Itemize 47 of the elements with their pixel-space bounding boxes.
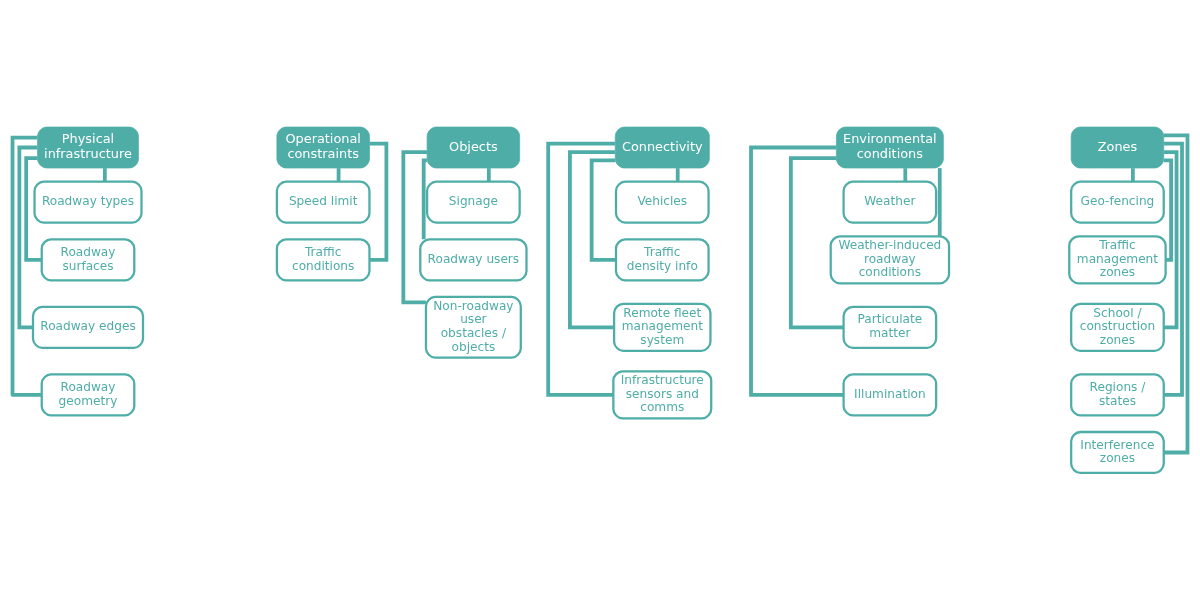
- node-box: Roadway types: [33, 180, 143, 224]
- node-box: Weather-induced roadway conditions: [829, 235, 951, 285]
- node-box: Roadway surfaces: [40, 238, 136, 282]
- node-box: Infrastructure sensors and comms: [612, 370, 713, 420]
- node-box: Objects: [426, 126, 521, 169]
- connector: [486, 168, 491, 182]
- node-box: Illumination: [842, 373, 938, 417]
- node-box: Remote fleet management system: [612, 302, 712, 352]
- connector: [421, 158, 427, 240]
- node-box: Interference zones: [1070, 430, 1165, 475]
- node-box: Traffic conditions: [275, 238, 371, 282]
- connector: [675, 168, 680, 182]
- connector: [937, 168, 942, 237]
- connector: [1131, 168, 1135, 182]
- node-box: Vehicles: [614, 180, 710, 224]
- node-box: Regions / states: [1070, 373, 1165, 417]
- connector: [17, 145, 38, 330]
- node-box: Traffic density info: [614, 238, 710, 282]
- node-box: Traffic management zones: [1068, 235, 1167, 285]
- connector: [10, 135, 42, 397]
- node-box: Speed limit: [275, 180, 371, 224]
- node-box: Signage: [425, 180, 521, 224]
- node-box: Environmental conditions: [836, 126, 944, 169]
- node-box: Roadway edges: [31, 305, 145, 349]
- connector: [1164, 141, 1184, 397]
- connector: [369, 141, 389, 262]
- node-box: Particulate matter: [842, 305, 938, 349]
- node-box: Non-roadway user obstacles / objects: [424, 295, 522, 359]
- connector: [1163, 158, 1173, 262]
- node-box: Physical infrastructure: [37, 126, 139, 169]
- node-box: Operational constraints: [276, 126, 370, 169]
- connector: [568, 150, 615, 330]
- connector: [788, 156, 844, 330]
- connector: [24, 156, 42, 262]
- connector: [102, 168, 107, 182]
- node-box: Roadway geometry: [40, 373, 136, 417]
- connector: [1164, 150, 1179, 330]
- node-box: Connectivity: [614, 126, 710, 169]
- connector: [749, 145, 844, 397]
- node-box: Roadway users: [419, 238, 528, 282]
- node-box: School / construction zones: [1070, 302, 1165, 352]
- connector: [546, 141, 616, 397]
- node-box: Geo-fencing: [1070, 180, 1165, 224]
- node-box: Zones: [1070, 126, 1165, 169]
- connector: [589, 158, 616, 262]
- connector: [903, 168, 908, 182]
- node-box: Weather: [842, 180, 938, 224]
